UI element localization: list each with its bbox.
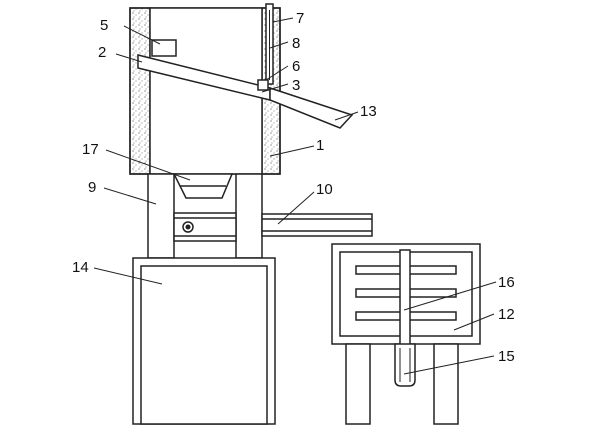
conveyor-10 xyxy=(261,213,373,237)
leg-left-9 xyxy=(147,173,175,259)
label-9: 9 xyxy=(88,179,96,196)
label-8: 8 xyxy=(292,35,300,52)
tank-leg-left xyxy=(345,343,371,425)
chute-13 xyxy=(269,86,354,129)
label-14: 14 xyxy=(72,259,89,276)
block-5 xyxy=(151,39,177,57)
label-3: 3 xyxy=(292,77,300,94)
label-6: 6 xyxy=(292,58,300,75)
label-5: 5 xyxy=(100,17,108,34)
label-13: 13 xyxy=(360,103,377,120)
leg-right-9 xyxy=(235,173,263,259)
part-6 xyxy=(257,79,269,91)
leader-lines xyxy=(93,17,497,375)
label-1: 1 xyxy=(316,137,324,154)
stirring-shaft-16 xyxy=(399,249,411,347)
label-16: 16 xyxy=(498,274,515,291)
label-2: 2 xyxy=(98,44,106,61)
label-15: 15 xyxy=(498,348,515,365)
label-12: 12 xyxy=(498,306,515,323)
label-10: 10 xyxy=(316,181,333,198)
label-17: 17 xyxy=(82,141,99,158)
label-7: 7 xyxy=(296,10,304,27)
motor-15 xyxy=(394,343,416,387)
box-14-inner xyxy=(140,265,268,425)
tank-leg-right xyxy=(433,343,459,425)
insulation-left xyxy=(129,7,151,175)
